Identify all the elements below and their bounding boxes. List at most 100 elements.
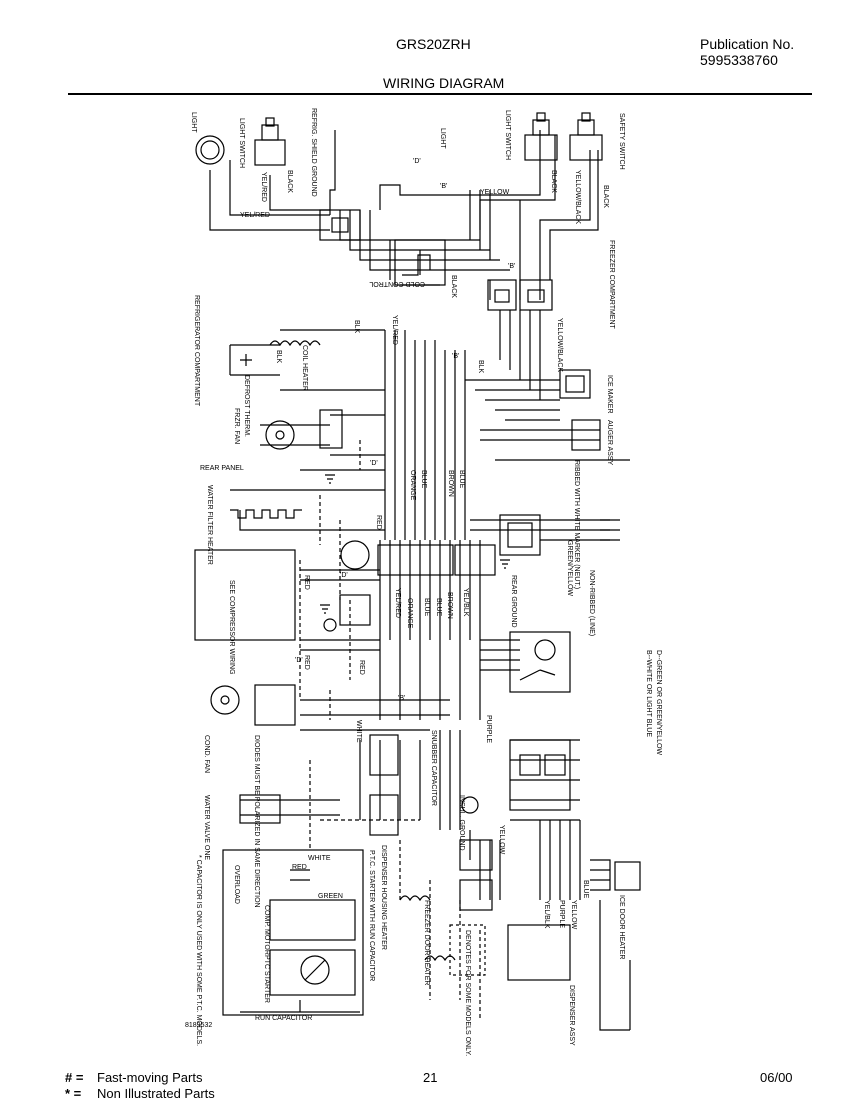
- label-refrigerator-compartment: REFRIGERATOR COMPARTMENT: [193, 295, 200, 407]
- wire-green-yellow: GREEN/YELLOW: [566, 540, 573, 596]
- wire-d-3: 'D': [340, 572, 348, 579]
- auger-assy-symbol: [571, 419, 601, 451]
- label-cond-fan: COND. FAN: [203, 735, 210, 773]
- label-dispenser-assy: DISPENSER ASSY: [568, 985, 575, 1046]
- wire-yel-red-2: YEL/RED: [240, 212, 270, 219]
- label-diodes-note: DIODES MUST BE POLARIZED IN SAME DIRECTI…: [253, 735, 260, 908]
- water-filter-heater-symbol: [230, 509, 302, 519]
- safety-switch-symbol: [569, 112, 603, 161]
- legend-d: D--GREEN OR GREEN/YELLOW: [655, 650, 662, 755]
- lamp-symbol: [323, 540, 371, 632]
- ice-maker-symbol: [559, 369, 591, 399]
- wire-red-4: RED: [358, 660, 365, 675]
- wire-purple: PURPLE: [485, 715, 492, 743]
- publication-number: 5995338760: [700, 52, 778, 68]
- footer-legend: # =Fast-moving Parts * =Non Illustrated …: [65, 1070, 215, 1102]
- comp-green: GREEN: [318, 893, 343, 900]
- wire-blue-3: BLUE: [423, 598, 430, 617]
- frzr-fan-symbol: [265, 409, 343, 450]
- model-number: GRS20ZRH: [396, 36, 471, 52]
- compressor-wiring-box: [222, 849, 364, 1016]
- label-non-ribbed-line: NON-RIBBED (LINE): [588, 570, 595, 636]
- compressor-box: [194, 549, 296, 641]
- revision-date: 06/00: [760, 1070, 793, 1085]
- label-ptc-starter: PTC STARTER: [263, 955, 270, 1003]
- wire-red-3: RED: [303, 655, 310, 670]
- main-terminal-block: [377, 514, 541, 576]
- wire-blue-4: BLUE: [435, 598, 442, 617]
- label-refrig-shield-ground: REFRIG. SHIELD GROUND: [310, 108, 317, 197]
- cond-fan-symbol: [210, 684, 296, 726]
- wire-blk-2: BLK: [275, 350, 282, 364]
- wire-blue-2: BLUE: [458, 470, 465, 489]
- timer-symbol: [509, 631, 571, 693]
- comp-red: RED: [292, 864, 307, 871]
- label-coil-heater: COIL HEATER: [301, 345, 308, 391]
- cold-control-symbol: [394, 239, 446, 286]
- label-light-switch-center: LIGHT SWITCH: [504, 110, 511, 160]
- label-comp-motor: COMP. MOTOR: [263, 905, 270, 955]
- label-snubber-capacitor: SNUBBER CAPACITOR: [430, 730, 437, 806]
- wire-black-center: BLACK: [550, 170, 557, 193]
- dispenser-assy-box: [507, 924, 571, 981]
- label-ptc-starter-run-cap: P.T.C. STARTER WITH RUN CAPACITOR: [368, 850, 375, 981]
- harness-connector-top: [319, 209, 361, 241]
- label-water-filter-heater: WATER FILTER HEATER: [206, 485, 213, 565]
- wire-yel-red-1: YEL/RED: [260, 172, 267, 202]
- label-ice-maker: ICE MAKER: [606, 375, 613, 414]
- wire-yellow-black: YELLOW/BLACK: [574, 170, 581, 224]
- wire-yellow-blk: YELLOW/BLACK: [556, 318, 563, 372]
- wire-purple-2: PURPLE: [558, 900, 565, 928]
- wire-yellow-2: YELLOW: [498, 825, 505, 855]
- lower-connectors: [459, 839, 641, 911]
- wire-black-safety: BLACK: [602, 185, 609, 208]
- wire-yel-blk-1: YEL/BLK: [462, 588, 469, 617]
- wire-black-left: BLACK: [286, 170, 293, 193]
- label-ribbed-line: RIBBED WITH WHITE MARKER (NEUT.): [573, 460, 580, 589]
- wire-brown-2: BROWN: [446, 592, 453, 619]
- header-rule: [68, 93, 812, 95]
- wire-blue-1: BLUE: [420, 470, 427, 489]
- light-switch-center-symbol: [524, 112, 558, 161]
- wire-d-1: 'D': [413, 158, 421, 165]
- wire-b-3: 'B': [452, 353, 459, 360]
- legend-text-non-illustrated: Non Illustrated Parts: [97, 1086, 215, 1101]
- label-freezer-compartment: FREEZER COMPARTMENT: [608, 240, 615, 330]
- wire-yel-blk-2: YEL/BLK: [543, 900, 550, 929]
- label-rear-panel: REAR PANEL: [200, 465, 244, 472]
- legend-row-non-illustrated: * =Non Illustrated Parts: [65, 1086, 215, 1102]
- label-cold-control: COLD CONTROL: [369, 280, 425, 287]
- wire-blk-3: BLK: [477, 360, 484, 374]
- label-drawing-number: 8189532: [185, 1022, 212, 1029]
- wire-blk-1: BLK: [353, 320, 360, 334]
- label-dispenser-housing-heater: DISPENSER HOUSING HEATER: [380, 845, 387, 950]
- wire-white: WHITE: [355, 720, 362, 743]
- wire-yel-red-4: YEL/RED: [394, 588, 401, 618]
- legend-b: B--WHITE OR LIGHT BLUE: [645, 650, 652, 737]
- wire-orange-2: ORANGE: [406, 598, 413, 629]
- wire-d-4: 'D': [295, 657, 303, 664]
- legend-symbol-fast: # =: [65, 1070, 84, 1085]
- label-ice-door-heater: ICE DOOR HEATER: [618, 895, 625, 959]
- wire-yellow: YELLOW: [480, 189, 510, 196]
- label-water-valve-one: WATER VALVE ONE: [203, 795, 210, 860]
- wire-black-cold: BLACK: [450, 275, 457, 298]
- label-light-switch-left: LIGHT SWITCH: [238, 118, 245, 168]
- label-insul-ground: INSUL. GROUND: [458, 795, 465, 851]
- label-denotes: DENOTES FOR SOME MODELS ONLY.: [464, 930, 471, 1056]
- label-safety-switch: SAFETY SWITCH: [618, 113, 625, 170]
- legend-dashed-box: [449, 924, 486, 976]
- ground-symbols: [320, 474, 510, 614]
- publication-label: Publication No.: [700, 36, 795, 52]
- wire-red-2: RED: [303, 575, 310, 590]
- wire-b-1: 'B': [440, 183, 447, 190]
- label-light-center: LIGHT: [439, 128, 446, 149]
- label-capacitor-note: * CAPACITOR IS ONLY USED WITH SOME P.T.C…: [195, 855, 202, 1046]
- line-cord-prongs: [600, 519, 620, 541]
- label-auger-assy: AUGER ASSY: [606, 420, 613, 465]
- wire-harness: [209, 130, 631, 1031]
- label-light-left: LIGHT: [190, 112, 197, 133]
- legend-row-fast-moving: # =Fast-moving Parts: [65, 1070, 215, 1086]
- publication-block: Publication No. 5995338760: [700, 36, 794, 68]
